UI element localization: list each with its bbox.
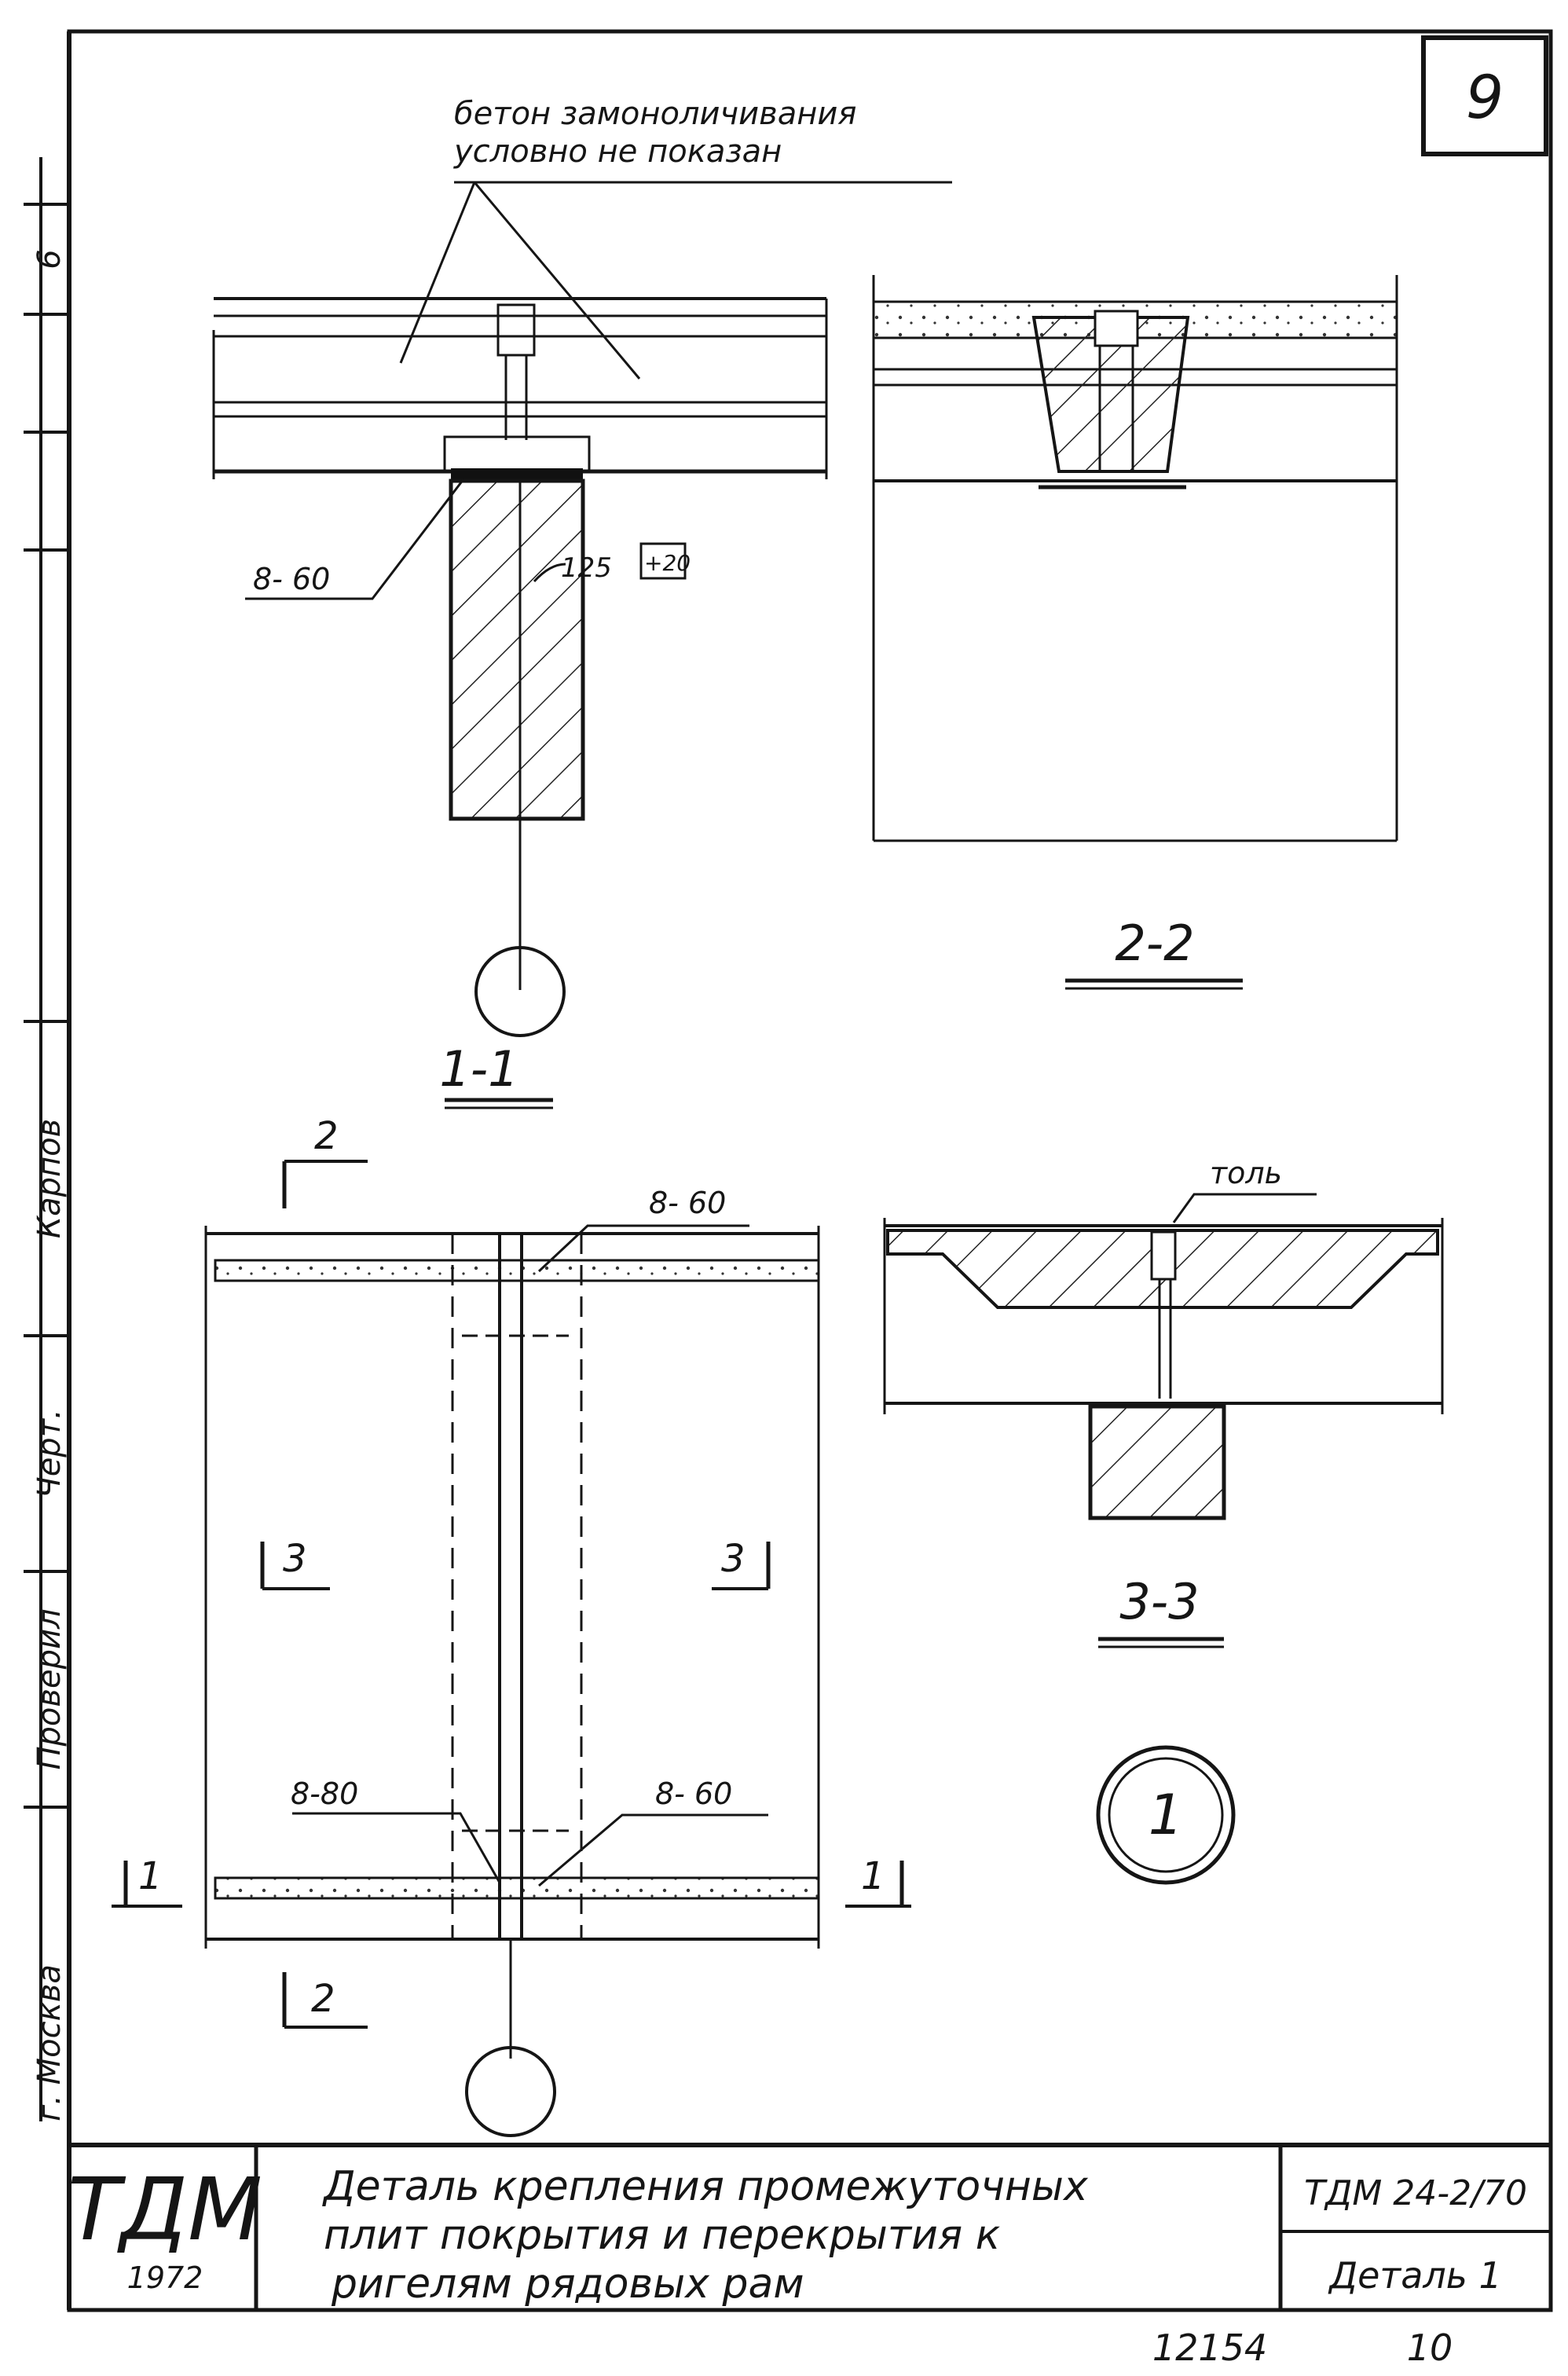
cut-marker-1-left: 1 <box>112 1854 182 1908</box>
side-stamp-mark: 6 <box>31 249 68 269</box>
title-line-3: ригелям рядовых рам <box>331 2260 804 2308</box>
cut-label-3-right: 3 <box>721 1537 746 1581</box>
section-title-3-3: 3-3 <box>1119 1573 1199 1630</box>
side-stamp-city: г. Москва <box>31 1964 68 2121</box>
cut-marker-3-right: 3 <box>712 1537 771 1590</box>
side-stamp-drawn: Черт. <box>31 1409 68 1498</box>
bottom-page: 10 <box>1407 2326 1453 2369</box>
doc-code: ТДМ 24-2/70 <box>1304 2173 1527 2213</box>
weld-label-section-1-1: 8- 60 <box>253 562 330 596</box>
title-block: ТДМ 1972 Деталь крепления промежуточных … <box>67 2143 1553 2312</box>
sheet-frame <box>67 29 1553 2312</box>
cut-marker-1-right: 1 <box>845 1854 911 1908</box>
side-stamp: 6 г. Москва Проверил Черт. Карпов <box>24 157 69 2121</box>
boxed-note: +20 <box>644 550 691 576</box>
section-1-1: 8- 60 125 +20 1-1 <box>212 297 828 1109</box>
cut-label-3-left: 3 <box>283 1537 307 1581</box>
section-title-1-1: 1-1 <box>439 1040 518 1098</box>
section-2-2: 2-2 <box>872 275 1398 990</box>
note-line-2: условно не показан <box>453 134 782 170</box>
section-3-3: толь 3-3 <box>883 1156 1444 1648</box>
cut-marker-2-bottom: 2 <box>282 1972 368 2029</box>
detail-number: 1 <box>1149 1783 1184 1847</box>
cut-label-2-top: 2 <box>314 1114 339 1158</box>
cut-marker-2-top: 2 <box>282 1114 368 1208</box>
note-line-1: бетон замоноличивания <box>454 96 856 132</box>
axis-marker-1-1 <box>474 946 566 1037</box>
axis-marker-plan <box>465 2046 556 2137</box>
tol-label: толь <box>1210 1156 1282 1190</box>
side-stamp-author: Карпов <box>31 1119 68 1239</box>
sheet-number-box: 9 <box>1421 35 1548 156</box>
cut-label-2-bottom: 2 <box>311 1977 335 2021</box>
sheet-number: 9 <box>1466 62 1504 132</box>
org-year: 1972 <box>127 2260 203 2295</box>
concrete-note: бетон замоноличивания условно не показан <box>399 96 952 380</box>
cut-label-1-left: 1 <box>138 1854 163 1898</box>
bottom-code: 12154 <box>1152 2326 1267 2369</box>
section-title-2-2: 2-2 <box>1115 915 1194 972</box>
side-stamp-checked: Проверил <box>31 1608 68 1769</box>
title-line-2: плит покрытия и перекрытия к <box>324 2212 1001 2259</box>
title-line-1: Деталь крепления промежуточных <box>322 2163 1089 2210</box>
weld-label-plan-top: 8- 60 <box>649 1186 726 1220</box>
cut-marker-3-left: 3 <box>260 1537 330 1590</box>
detail-number-marker: 1 <box>1096 1745 1236 1885</box>
plan-view: 8- 60 8-80 8- 60 <box>204 1186 820 2137</box>
dim-125: 125 <box>561 552 612 584</box>
weld-label-plan-bottom-right: 8- 60 <box>655 1776 732 1811</box>
weld-label-plan-bottom-left: 8-80 <box>291 1776 358 1811</box>
org-logo: ТДМ <box>68 2159 262 2260</box>
cut-label-1-right: 1 <box>861 1854 885 1898</box>
detail-name: Деталь 1 <box>1328 2254 1502 2297</box>
